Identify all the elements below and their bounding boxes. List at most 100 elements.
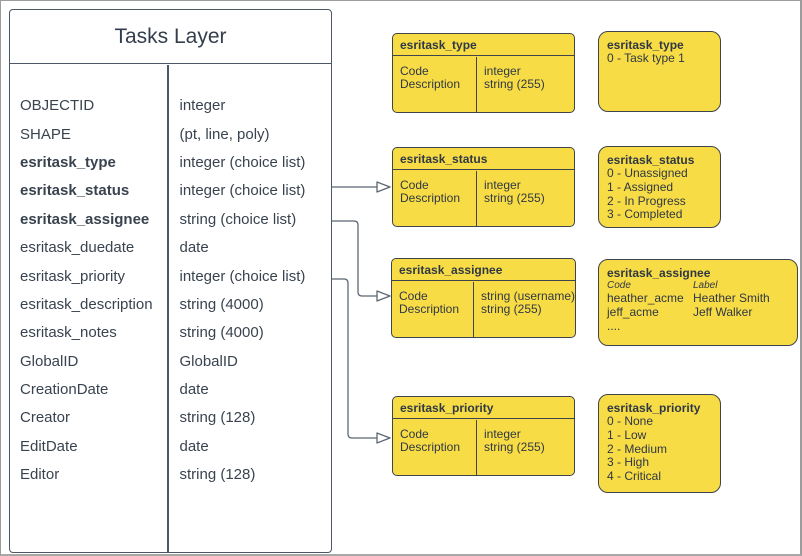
- field-name: OBJECTID: [20, 97, 95, 115]
- schema-key: Code: [399, 288, 428, 303]
- values-line: 1 - Low: [607, 427, 647, 442]
- field-name: esritask_description: [20, 295, 153, 313]
- field-name: esritask_status: [20, 182, 130, 200]
- field-type: date: [179, 437, 209, 455]
- arrowhead-priority-icon: [376, 432, 391, 444]
- arrowhead-assignee-icon: [376, 290, 391, 302]
- values-line: 0 - Task type 1: [607, 51, 685, 65]
- schema-box-title: esritask_priority: [393, 397, 574, 419]
- field-name: CreationDate: [20, 381, 109, 399]
- schema-key: Code: [400, 426, 429, 441]
- values-pair-code: jeff_acme: [607, 304, 659, 319]
- values-line: 0 - None: [607, 414, 654, 428]
- schema-type: integer: [484, 177, 521, 192]
- field-type: string (128): [179, 409, 256, 427]
- field-row: EditDate date: [10, 432, 331, 460]
- field-name: EditDate: [20, 437, 78, 455]
- values-pair-row: heather_acme Heather Smith: [607, 291, 789, 306]
- values-box-title: esritask_status: [607, 153, 695, 167]
- field-row: Creator string (128): [10, 404, 331, 432]
- field-name: Editor: [20, 466, 60, 484]
- field-type: string (128): [179, 466, 256, 484]
- field-type: string (choice list): [179, 210, 297, 228]
- schema-key: Description: [399, 302, 460, 316]
- field-name: esritask_notes: [20, 324, 117, 342]
- schema-key: Description: [400, 191, 461, 205]
- field-name: SHAPE: [20, 125, 71, 143]
- values-column-header: Label: [693, 280, 718, 291]
- schema-type: string (255): [484, 191, 545, 205]
- field-row: OBJECTID integer: [10, 92, 331, 120]
- field-name: esritask_type: [20, 153, 116, 171]
- field-row: esritask_status integer (choice list): [10, 177, 331, 205]
- tasks-layer-title: Tasks Layer: [10, 10, 331, 64]
- schema-type: string (255): [484, 77, 545, 91]
- field-type: integer (choice list): [179, 153, 306, 171]
- field-type: integer (choice list): [179, 182, 306, 200]
- field-row: SHAPE (pt, line, poly): [10, 120, 331, 148]
- schema-type: integer: [484, 426, 521, 441]
- field-name: Creator: [20, 409, 71, 427]
- schema-box-title: esritask_assignee: [392, 259, 575, 281]
- field-name: GlobalID: [20, 352, 79, 370]
- field-type: date: [179, 381, 209, 399]
- values-ellipsis: ....: [607, 318, 621, 333]
- field-type: string (4000): [179, 295, 264, 313]
- schema-box-title: esritask_type: [393, 34, 574, 56]
- values-line: 0 - Unassigned: [607, 166, 688, 180]
- schema-type: string (255): [480, 302, 542, 316]
- field-row: Editor string (128): [10, 461, 331, 489]
- field-type: integer: [179, 97, 226, 115]
- values-pair-label: Heather Smith: [693, 291, 770, 305]
- schema-type: string (255): [484, 440, 545, 454]
- values-box-title: esritask_assignee: [607, 266, 711, 280]
- values-pair-code: heather_acme: [607, 291, 684, 305]
- field-row: esritask_description string (4000): [10, 290, 331, 318]
- values-line: 1 - Assigned: [607, 179, 674, 194]
- schema-key: Code: [400, 63, 429, 78]
- field-row: CreationDate date: [10, 375, 331, 403]
- schema-box-types: string (username)string (255): [474, 282, 575, 338]
- values-pair-label: Jeff Walker: [693, 304, 753, 319]
- field-row: esritask_type integer (choice list): [10, 148, 331, 176]
- field-name: esritask_duedate: [20, 239, 135, 257]
- connector-priority: [332, 278, 377, 439]
- schema-type: integer: [484, 63, 521, 78]
- column-divider: [167, 64, 169, 552]
- schema-key: Description: [400, 77, 461, 91]
- values-line: 3 - Completed: [607, 207, 683, 222]
- values-pair-row: jeff_acme Jeff Walker: [607, 304, 789, 320]
- schema-key: Description: [400, 440, 461, 454]
- schema-box-title: esritask_status: [393, 148, 574, 170]
- field-name: esritask_priority: [20, 267, 126, 285]
- schema-key: Code: [400, 177, 429, 192]
- field-row: esritask_assignee string (choice list): [10, 205, 331, 233]
- values-line: 2 - Medium: [607, 441, 668, 456]
- field-type: (pt, line, poly): [179, 125, 270, 143]
- field-name: esritask_assignee: [20, 210, 150, 228]
